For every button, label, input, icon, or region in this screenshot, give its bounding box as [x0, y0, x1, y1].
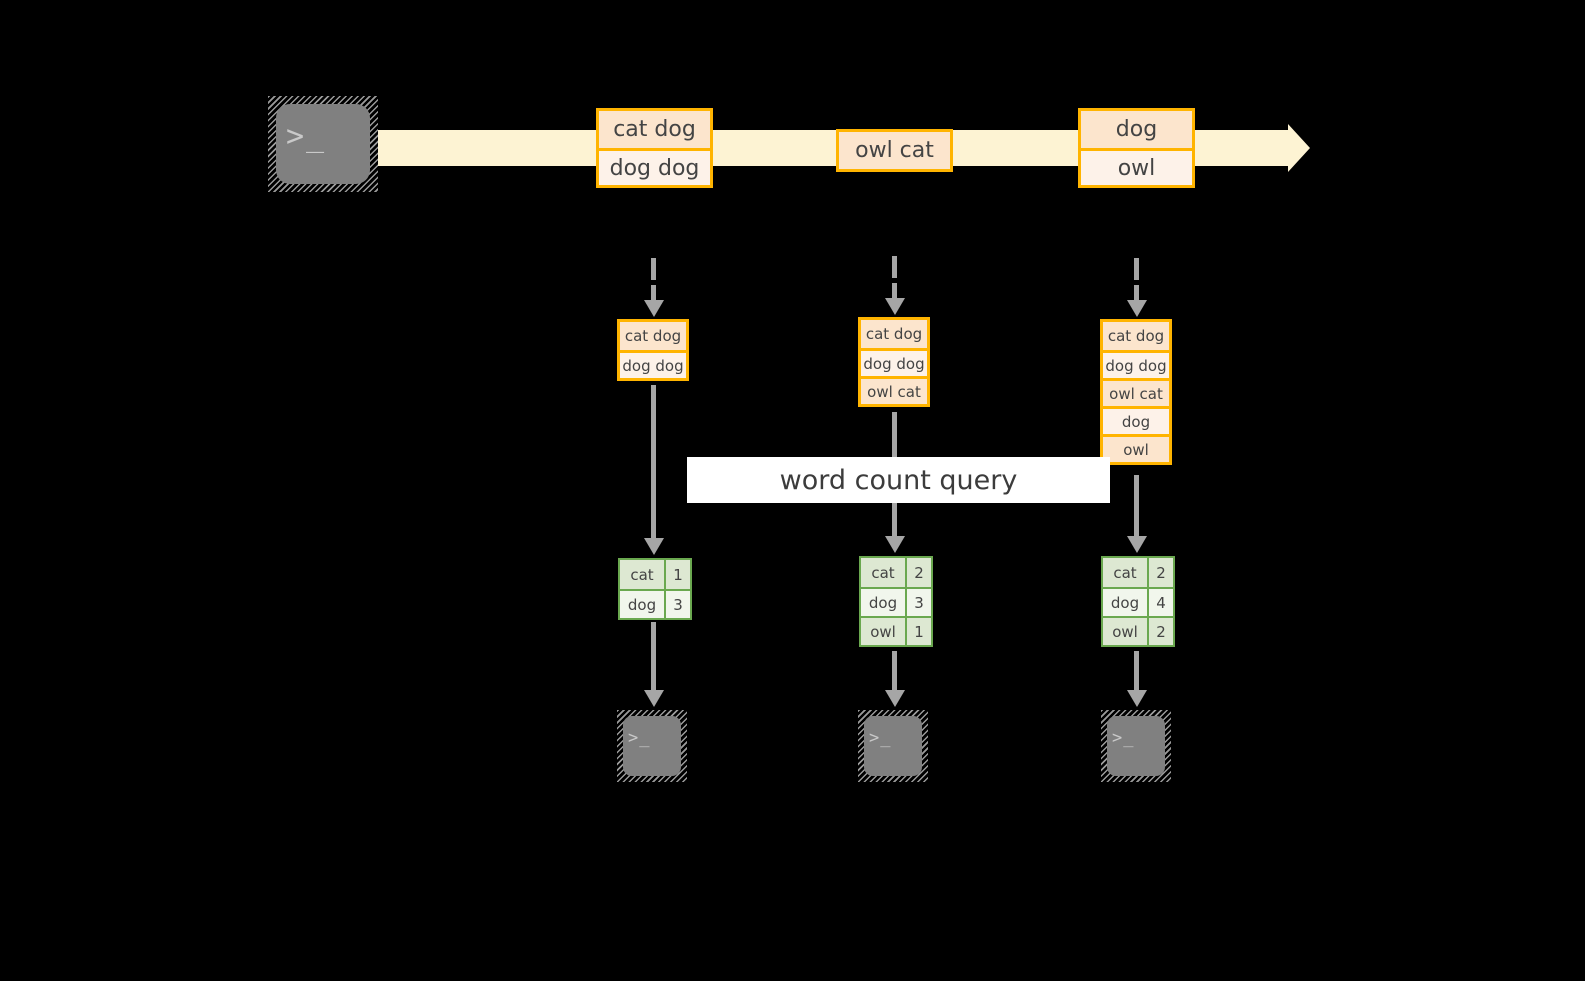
result-word: dog: [620, 591, 664, 618]
result-count: 2: [1147, 618, 1173, 645]
result-word: owl: [861, 618, 905, 645]
result-count: 2: [905, 558, 931, 587]
result-3-to-consumer-arrowhead-icon: [1127, 690, 1147, 707]
table-row: dog 3: [861, 587, 931, 616]
query-label-text: word count query: [779, 464, 1018, 496]
stream-to-snapshot-2-dash: [892, 283, 897, 303]
terminal-consumer-body: [1107, 716, 1165, 776]
terminal-prompt-glyph: >_: [286, 119, 327, 154]
result-word: dog: [861, 589, 905, 616]
snapshot-input-line: cat dog: [1103, 322, 1169, 350]
result-3-to-consumer-line: [1134, 651, 1139, 692]
stream-to-snapshot-1-dash: [651, 258, 656, 280]
table-row: dog 3: [620, 589, 690, 618]
snapshot-input-line: dog dog: [861, 348, 927, 376]
table-row: dog 4: [1103, 587, 1173, 616]
stream-event-group-1[interactable]: cat dog dog dog: [596, 108, 713, 188]
result-2-to-consumer-line: [892, 651, 897, 692]
terminal-consumer-icon-3[interactable]: >_: [1101, 710, 1171, 782]
result-count: 3: [905, 589, 931, 616]
terminal-consumer-body: [623, 716, 681, 776]
stream-event-group-3[interactable]: dog owl: [1078, 108, 1195, 188]
table-row: cat 1: [620, 560, 690, 589]
result-word: owl: [1103, 618, 1147, 645]
terminal-producer-icon[interactable]: >_: [268, 96, 378, 192]
stream-arrowhead-icon: [1288, 124, 1310, 172]
snapshot-input-line: cat dog: [620, 322, 686, 350]
terminal-producer-body: [276, 104, 370, 184]
terminal-prompt-glyph: >_: [869, 728, 892, 748]
stream-to-snapshot-2-arrowhead-icon: [885, 298, 905, 315]
result-1-to-consumer-line: [651, 622, 656, 692]
snapshot-3-to-result-arrowhead-icon: [1127, 536, 1147, 553]
stream-event-line: owl: [1081, 148, 1192, 185]
terminal-consumer-body: [864, 716, 922, 776]
table-row: owl 1: [861, 616, 931, 645]
result-count: 4: [1147, 589, 1173, 616]
snapshot-input-line: owl cat: [861, 376, 927, 404]
snapshot-1-to-result-line: [651, 385, 656, 540]
result-word: dog: [1103, 589, 1147, 616]
snapshot-input-line: dog dog: [620, 350, 686, 378]
snapshot-1-to-result-arrowhead-icon: [644, 538, 664, 555]
snapshot-input-line: owl: [1103, 434, 1169, 462]
result-word: cat: [861, 558, 905, 587]
snapshot-input-line: cat dog: [861, 320, 927, 348]
snapshot-input-line: dog: [1103, 406, 1169, 434]
terminal-prompt-glyph: >_: [1112, 728, 1135, 748]
result-count: 3: [664, 591, 690, 618]
result-word: cat: [620, 560, 664, 589]
terminal-prompt-glyph: >_: [628, 728, 651, 748]
stream-to-snapshot-3-dash: [1134, 285, 1139, 305]
result-2-to-consumer-arrowhead-icon: [885, 690, 905, 707]
result-table-3[interactable]: cat 2 dog 4 owl 2: [1101, 556, 1175, 647]
snapshot-2-input[interactable]: cat dog dog dog owl cat: [858, 317, 930, 407]
result-count: 1: [905, 618, 931, 645]
stream-to-snapshot-2-dash: [892, 256, 897, 278]
stream-to-snapshot-3-arrowhead-icon: [1127, 300, 1147, 317]
result-word: cat: [1103, 558, 1147, 587]
snapshot-3-input[interactable]: cat dog dog dog owl cat dog owl: [1100, 319, 1172, 465]
snapshot-input-line: dog dog: [1103, 350, 1169, 378]
table-row: cat 2: [861, 558, 931, 587]
table-row: cat 2: [1103, 558, 1173, 587]
snapshot-2-to-result-arrowhead-icon: [885, 536, 905, 553]
stream-event-line: dog dog: [599, 148, 710, 185]
stream-event-group-2[interactable]: owl cat: [836, 129, 953, 172]
result-table-2[interactable]: cat 2 dog 3 owl 1: [859, 556, 933, 647]
query-label: word count query: [687, 457, 1110, 503]
snapshot-input-line: owl cat: [1103, 378, 1169, 406]
terminal-consumer-icon-2[interactable]: >_: [858, 710, 928, 782]
stream-to-snapshot-3-dash: [1134, 258, 1139, 280]
stream-to-snapshot-1-arrowhead-icon: [644, 300, 664, 317]
stream-event-line: cat dog: [599, 111, 710, 148]
table-row: owl 2: [1103, 616, 1173, 645]
result-count: 2: [1147, 558, 1173, 587]
snapshot-1-input[interactable]: cat dog dog dog: [617, 319, 689, 381]
stream-to-snapshot-1-dash: [651, 285, 656, 305]
result-table-1[interactable]: cat 1 dog 3: [618, 558, 692, 620]
result-1-to-consumer-arrowhead-icon: [644, 690, 664, 707]
result-count: 1: [664, 560, 690, 589]
stream-event-line: dog: [1081, 111, 1192, 148]
terminal-consumer-icon-1[interactable]: >_: [617, 710, 687, 782]
stream-event-line: owl cat: [839, 132, 950, 169]
snapshot-3-to-result-line: [1134, 475, 1139, 538]
